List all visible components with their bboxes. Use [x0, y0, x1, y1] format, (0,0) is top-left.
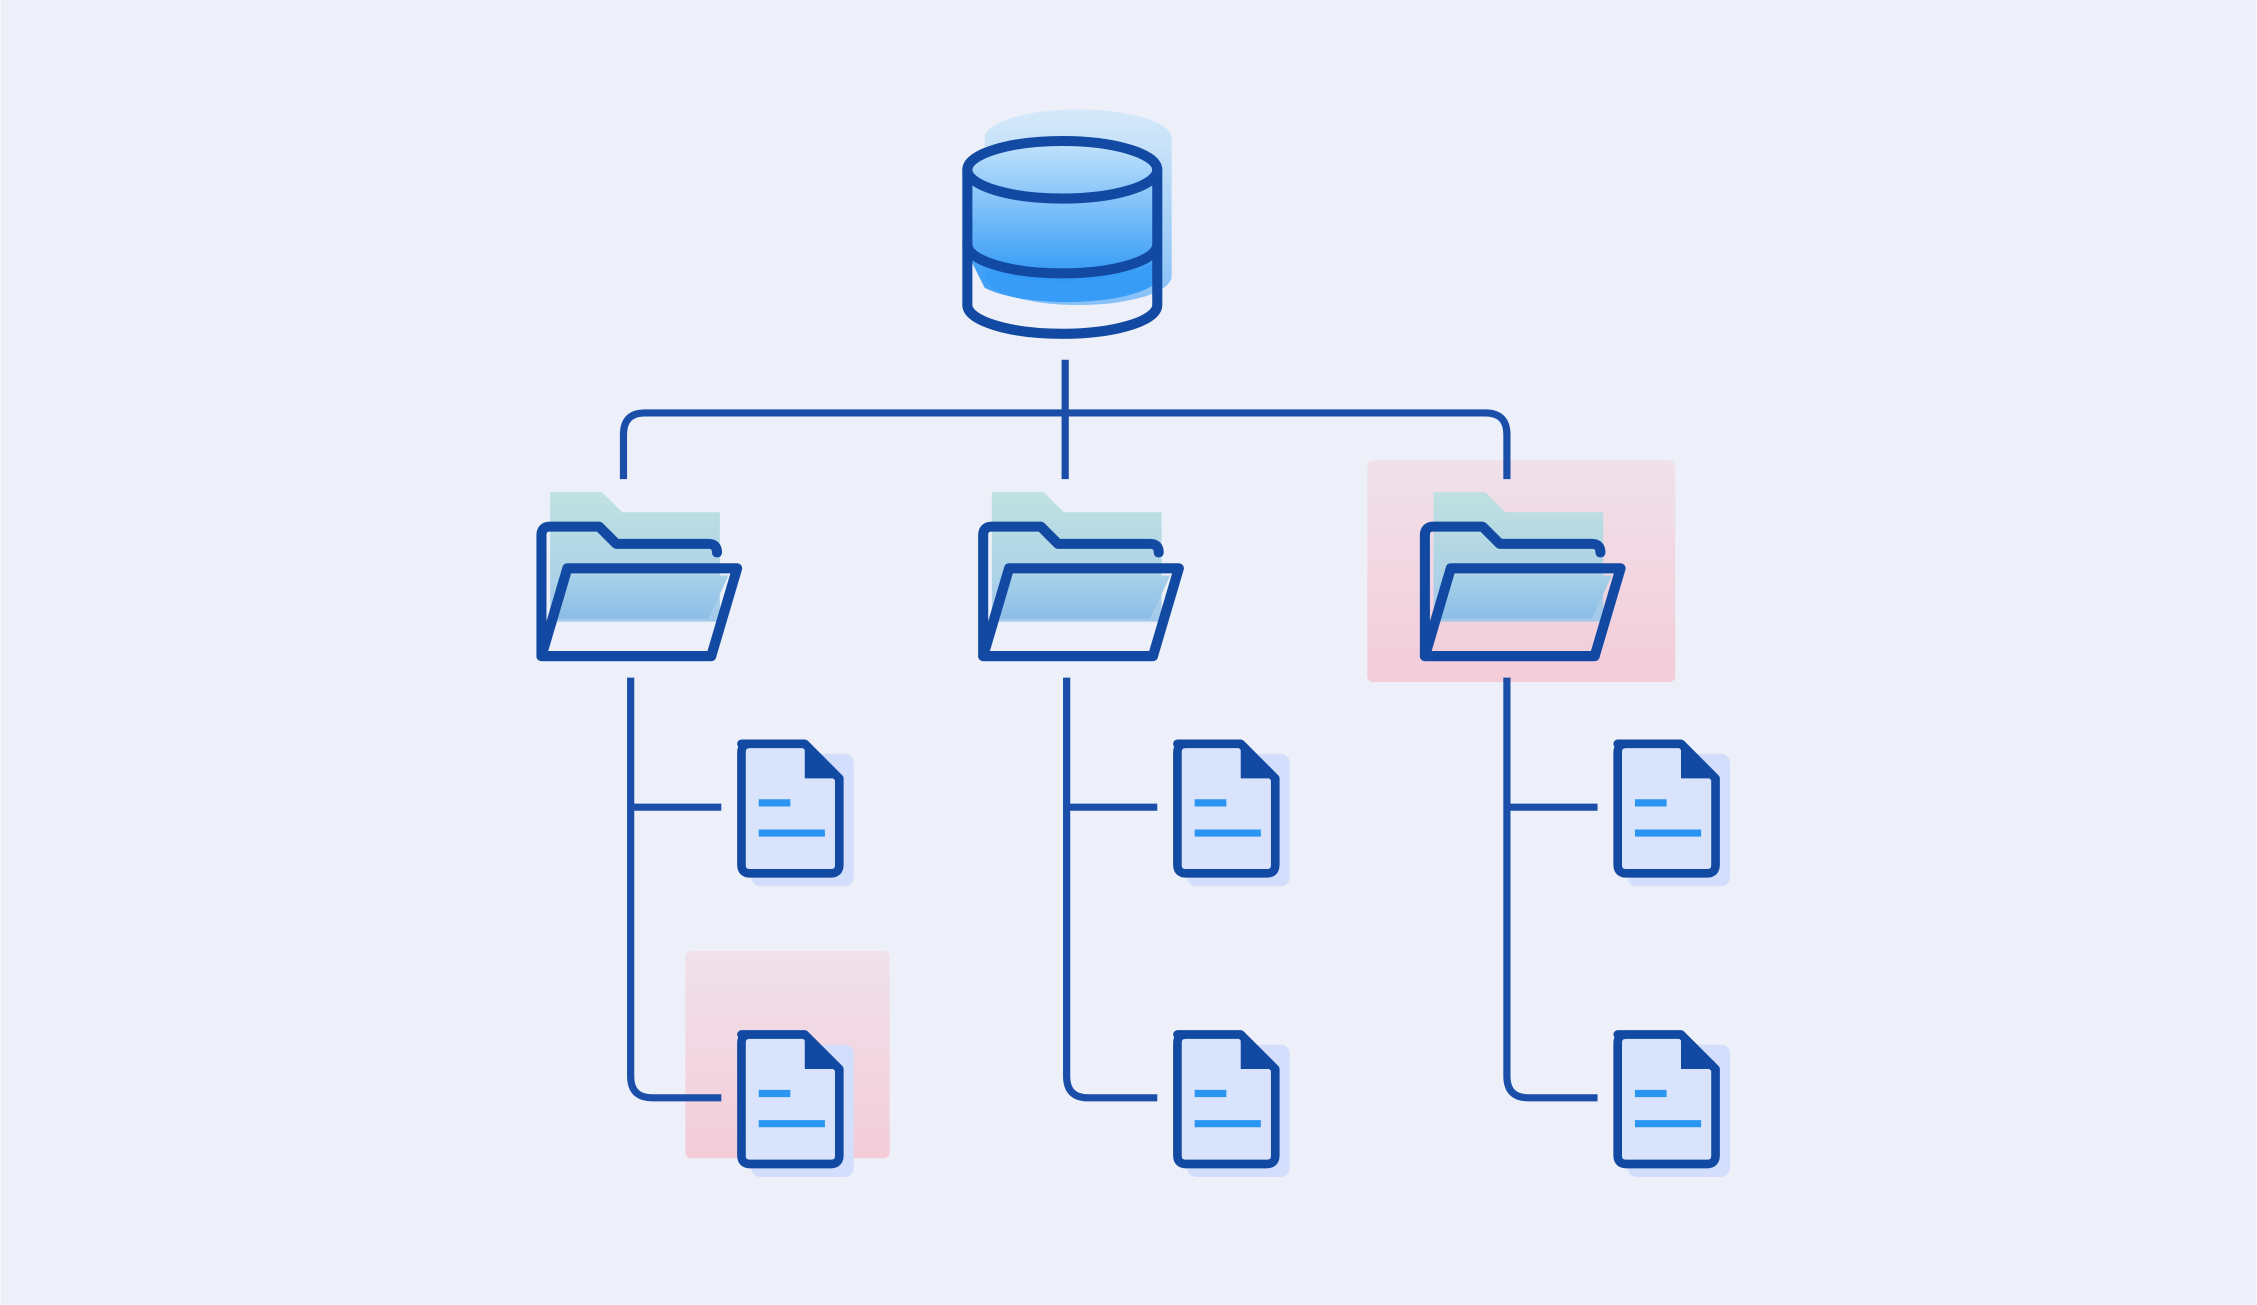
- document-icon: [1613, 1030, 1730, 1177]
- open-folder-icon: [536, 492, 743, 662]
- document-icon: [1613, 739, 1730, 887]
- document-icon: [1173, 1030, 1290, 1177]
- open-folder-icon: [1419, 492, 1626, 662]
- open-folder-icon: [978, 492, 1184, 662]
- connector-layer: [619, 359, 1598, 1102]
- folder-connector: [627, 677, 722, 1102]
- document-icon: [1173, 739, 1290, 887]
- icon-layer: [536, 109, 1730, 1177]
- database-icon: [962, 109, 1172, 339]
- document-icon: [737, 739, 854, 887]
- folder-connector: [1063, 677, 1158, 1102]
- document-icon: [737, 1030, 854, 1177]
- folder-connector: [1503, 677, 1598, 1102]
- branch-connector: [619, 409, 1511, 480]
